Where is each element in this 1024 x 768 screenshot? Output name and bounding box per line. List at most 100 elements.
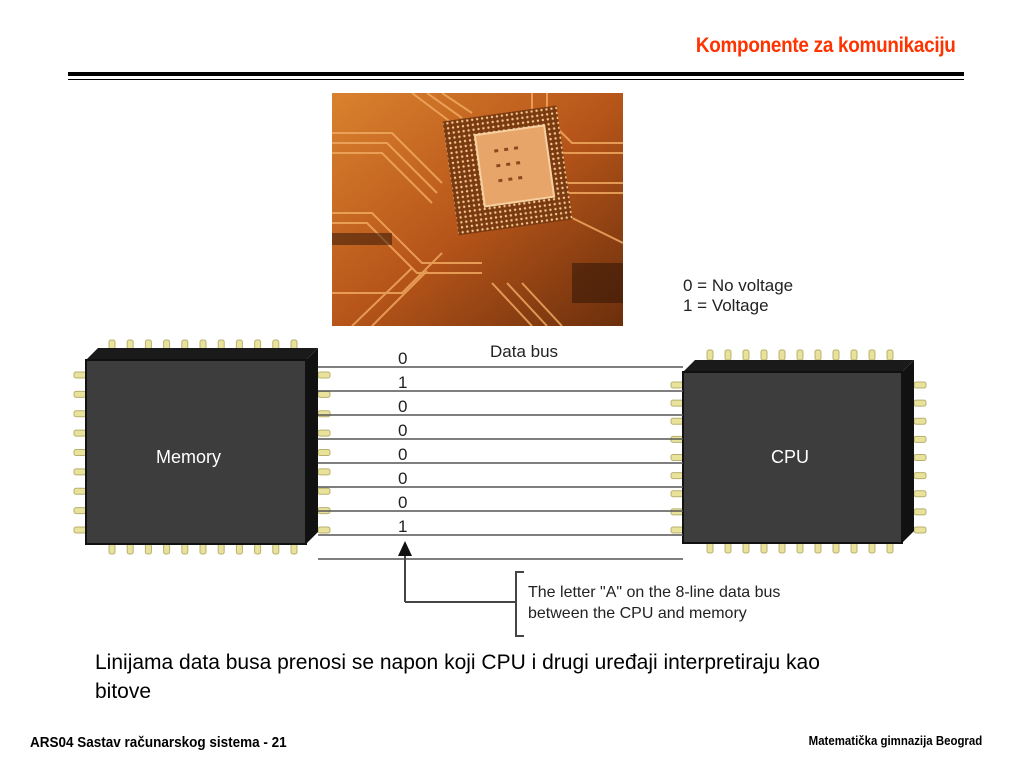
chip-pin	[235, 543, 243, 555]
chip-pin	[913, 381, 927, 389]
footer-school: Matematička gimnazija Beograd	[808, 733, 982, 748]
callout-bracket	[515, 571, 524, 637]
chip-pin	[706, 542, 714, 554]
chip-pin	[913, 417, 927, 425]
bus-bit: 0	[398, 397, 408, 416]
body-text: Linijama data busa prenosi se napon koji…	[95, 651, 820, 703]
bus-bit: 0	[398, 445, 408, 464]
chip-pin	[742, 542, 750, 554]
chip-pin	[886, 349, 894, 361]
chip-pin	[73, 390, 87, 398]
bus-bit: 1	[398, 517, 408, 536]
callout-line-2: between the CPU and memory	[528, 605, 747, 622]
chip-pin	[73, 468, 87, 476]
chip-pin	[317, 371, 331, 379]
chip-pin	[73, 371, 87, 379]
chip-pin	[317, 526, 331, 534]
memory-chip-shadow	[306, 348, 318, 544]
chip-pin	[126, 543, 134, 555]
chip-pin	[108, 543, 116, 555]
chip-pin	[670, 526, 684, 534]
chip-pin	[217, 543, 225, 555]
data-bus-label: Data bus	[490, 342, 559, 361]
chip-pin	[706, 349, 714, 361]
chip-pin	[760, 542, 768, 554]
chip-pin	[913, 399, 927, 407]
legend-zero: 0 = No voltage	[683, 276, 794, 295]
bus-bit: 0	[398, 469, 408, 488]
chip-pin	[778, 349, 786, 361]
chip-pin	[670, 399, 684, 407]
chip-pin	[73, 526, 87, 534]
chip-pin	[886, 542, 894, 554]
chip-pin	[73, 410, 87, 418]
bus-bit-values: 0 1 0 0 0 0 0 1	[398, 347, 418, 539]
chip-pin	[913, 454, 927, 461]
bus-bit: 1	[398, 373, 408, 392]
callout-arrowhead	[398, 541, 412, 556]
chip-pin	[317, 487, 331, 495]
bus-bit: 0	[398, 493, 408, 512]
chip-pin	[73, 487, 87, 495]
chip-pin	[913, 435, 927, 443]
chip-pin	[796, 542, 804, 554]
chip-pin	[670, 381, 684, 389]
chip-pin	[199, 543, 207, 555]
chip-pin	[724, 542, 732, 554]
chip-pin	[778, 542, 786, 554]
bus-lines	[318, 366, 683, 560]
chip-pin	[254, 543, 262, 555]
title-rule	[68, 72, 964, 76]
chip-pin	[670, 472, 684, 480]
memory-chip-top	[86, 348, 318, 360]
chip-pin	[913, 490, 927, 498]
memory-chip	[85, 359, 307, 545]
chip-pin	[73, 507, 87, 515]
chip-pin	[670, 490, 684, 498]
chip-pin	[913, 508, 927, 516]
bus-bit: 0	[398, 349, 408, 368]
chip-pin	[670, 417, 684, 425]
chip-pin	[814, 349, 822, 361]
chip-pin	[317, 468, 331, 476]
chip-pin	[670, 454, 684, 461]
chip-pin	[317, 429, 331, 437]
voltage-legend: 0 = No voltage 1 = Voltage	[683, 276, 793, 316]
chip-pin	[317, 390, 331, 398]
chip-pin	[163, 543, 171, 555]
chip-pin	[760, 349, 768, 361]
cpu-chip-top	[683, 360, 914, 372]
title-rule-thin	[68, 79, 964, 80]
legend-one: 1 = Voltage	[683, 296, 769, 315]
bus-bit: 0	[398, 421, 408, 440]
callout-line-1: The letter "A" on the 8-line data bus	[528, 584, 781, 601]
chip-pin	[272, 543, 280, 555]
chip-pin	[850, 542, 858, 554]
chip-pin	[832, 349, 840, 361]
cpu-chip-shadow	[902, 360, 914, 543]
chip-pin	[868, 349, 876, 361]
slide-title: Komponente za komunikaciju	[696, 34, 956, 57]
chip-pin	[290, 543, 298, 555]
chip-pin	[181, 543, 189, 555]
cpu-pins	[670, 349, 927, 554]
chip-pin	[913, 472, 927, 480]
chip-pin	[814, 542, 822, 554]
chip-pin	[73, 429, 87, 437]
chip-pin	[670, 508, 684, 516]
chip-pin	[742, 349, 750, 361]
chip-pin	[317, 410, 331, 418]
chip-pin	[913, 526, 927, 534]
chip-pin	[868, 542, 876, 554]
circuit-board-photo	[332, 93, 623, 326]
chip-pin	[850, 349, 858, 361]
chip-pin	[796, 349, 804, 361]
chip-pin	[724, 349, 732, 361]
cpu-chip	[682, 371, 903, 544]
chip-pin	[317, 449, 331, 456]
chip-pin	[73, 449, 87, 456]
footer-course: ARS04 Sastav računarskog sistema - 21	[30, 734, 287, 751]
callout-text: The letter "A" on the 8-line data bus be…	[528, 582, 780, 624]
chip-pin	[832, 542, 840, 554]
